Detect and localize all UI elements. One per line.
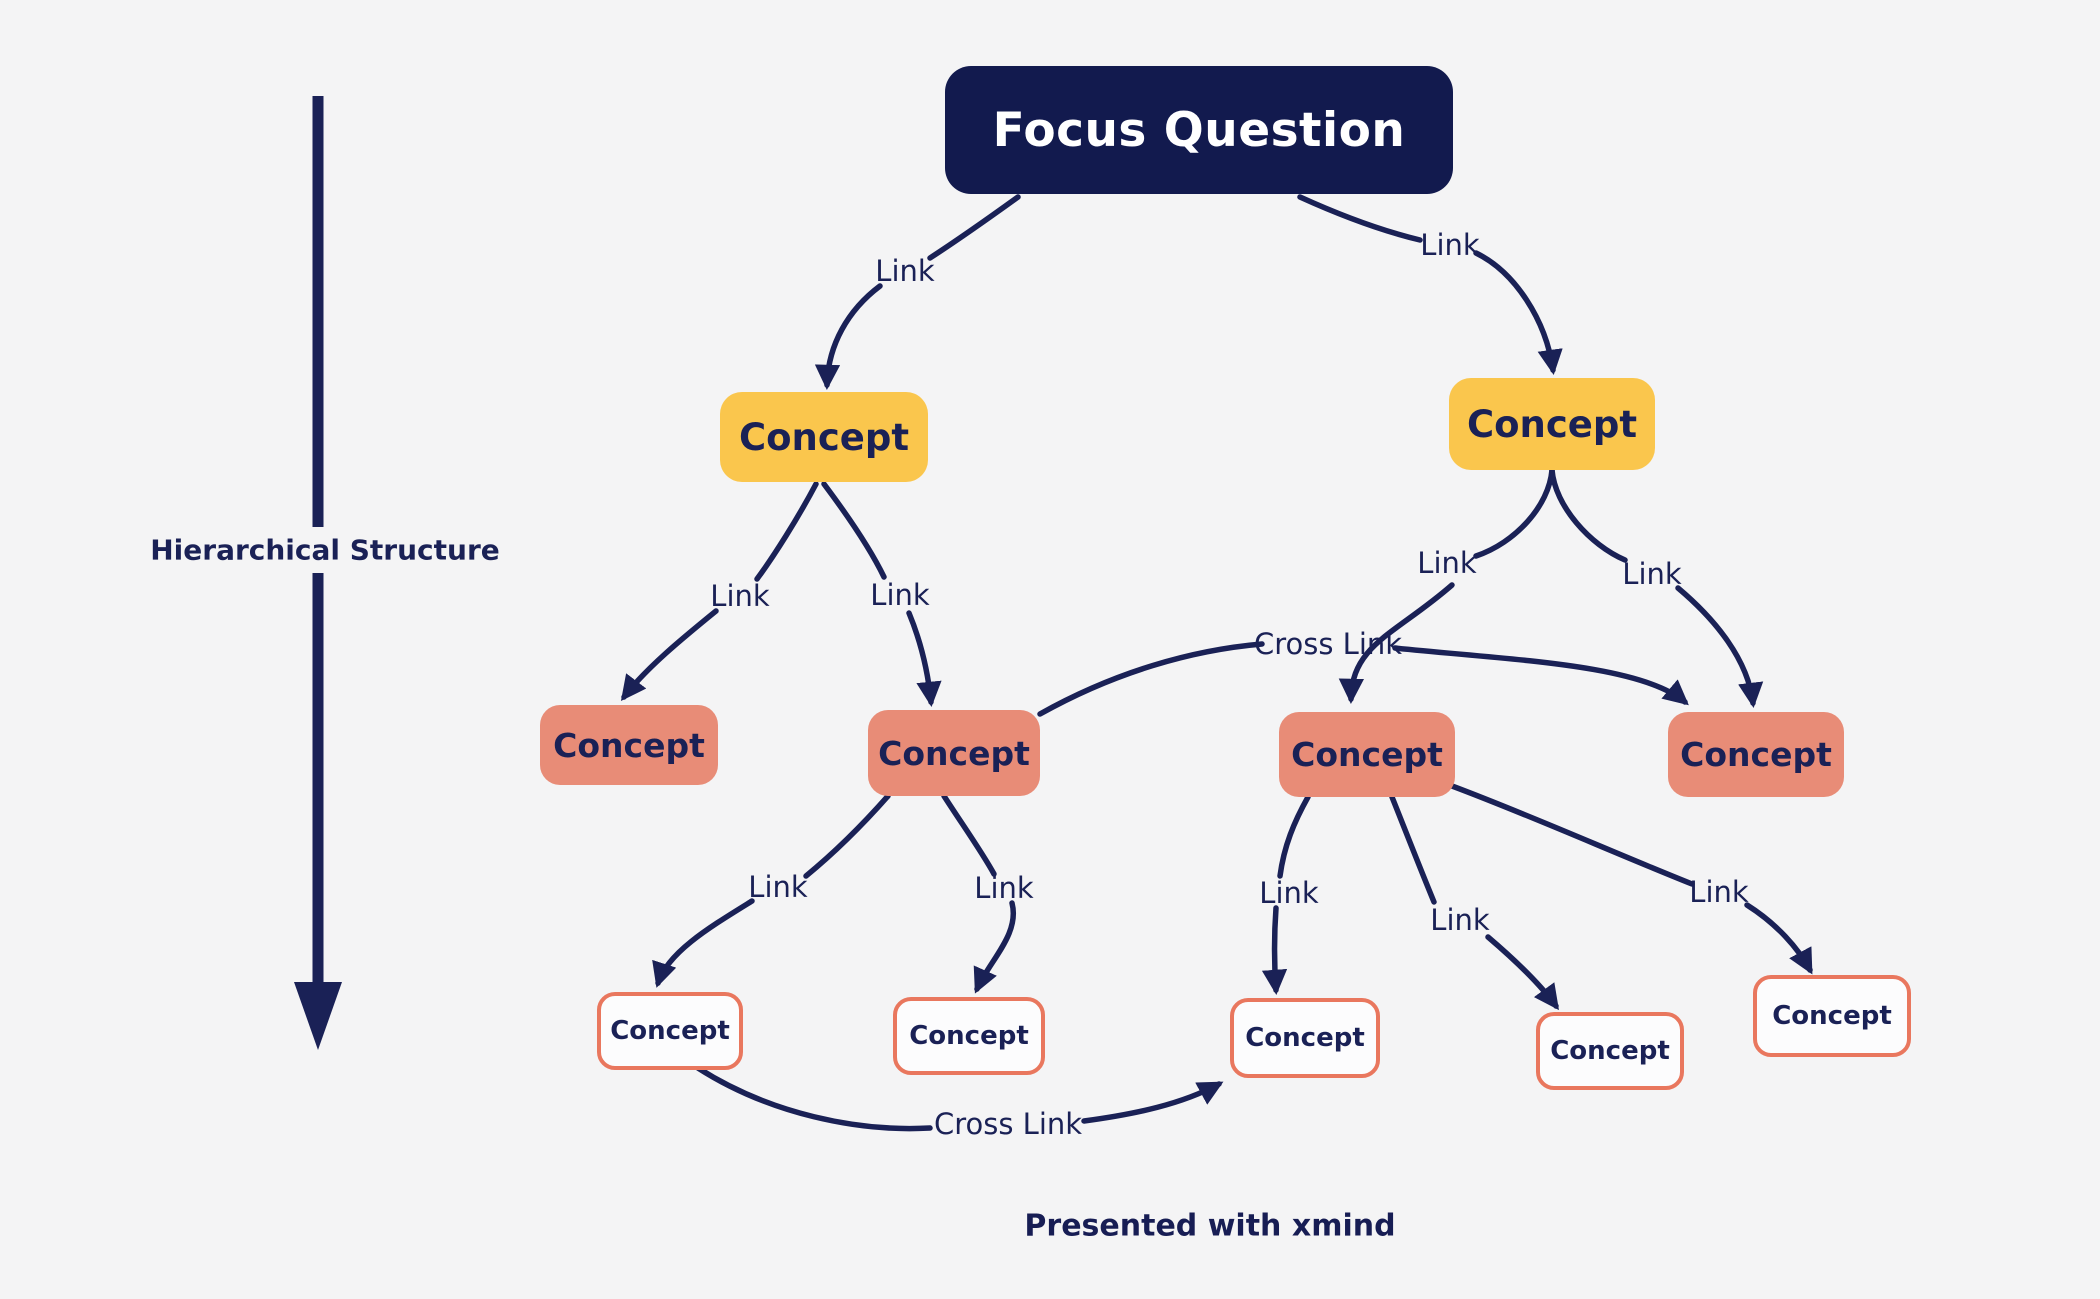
- node-concept-level3-4[interactable]: Concept: [1536, 1012, 1684, 1090]
- edge-cross-link-bottom-b: [1081, 1081, 1224, 1124]
- node-concept-level3-5[interactable]: Concept: [1753, 975, 1911, 1057]
- edge-s3-to-w3-b: [1261, 905, 1288, 996]
- footer-presented-with-xmind: Presented with xmind: [1024, 1208, 1396, 1244]
- node-focus-question-label: Focus Question: [992, 102, 1406, 158]
- edge-cright-to-s3-b: [1338, 582, 1455, 705]
- edge-s2-to-w1-b: [652, 898, 755, 988]
- edge-s3-to-w4-b: [1485, 934, 1559, 1011]
- edge-focus-to-concept-right-b: [1473, 250, 1563, 376]
- edge-cleft-to-s1-a: [754, 481, 819, 582]
- node-label: Concept: [1291, 735, 1443, 774]
- node-label: Concept: [1680, 735, 1832, 774]
- edge-cleft-to-s2-a: [821, 481, 887, 580]
- edge-label-link-focus-left: Link: [875, 254, 935, 288]
- edge-cleft-to-s2-b: [906, 610, 942, 708]
- edge-label-cross-link-bottom: Cross Link: [933, 1107, 1083, 1141]
- node-concept-level2-4[interactable]: Concept: [1668, 712, 1844, 797]
- node-concept-level2-1[interactable]: Concept: [540, 705, 718, 785]
- edge-s3-to-w5-a: [1449, 783, 1695, 887]
- edge-cross-link-top-b: [1392, 645, 1689, 706]
- node-concept-level3-1[interactable]: Concept: [597, 992, 743, 1070]
- edge-cright-to-s3-a: [1473, 467, 1555, 559]
- edge-label-cross-link-top: Cross Link: [1253, 627, 1403, 661]
- edge-s3-to-w4-a: [1389, 794, 1437, 905]
- edge-label-link-cleft-s1: Link: [710, 579, 770, 613]
- node-concept-level3-2[interactable]: Concept: [893, 997, 1045, 1075]
- edge-label-link-s3-w5: Link: [1689, 875, 1749, 909]
- edge-cleft-to-s1-b: [620, 608, 719, 702]
- edge-s2-to-w2-a: [941, 793, 997, 877]
- node-label: Concept: [909, 1021, 1029, 1051]
- edge-s3-to-w3-a: [1277, 794, 1311, 879]
- edge-s2-to-w1-a: [803, 793, 891, 879]
- node-concept-level1-right[interactable]: Concept: [1449, 378, 1655, 470]
- node-concept-level2-2[interactable]: Concept: [868, 710, 1040, 796]
- edge-label-link-cright-s4: Link: [1622, 557, 1682, 591]
- edge-focus-to-concept-right-a: [1297, 194, 1423, 243]
- node-label: Concept: [1772, 1001, 1892, 1031]
- edge-focus-to-concept-left-a: [927, 194, 1021, 261]
- edge-label-link-focus-right: Link: [1420, 228, 1480, 262]
- edge-s3-to-w5-b: [1744, 902, 1813, 975]
- node-focus-question[interactable]: Focus Question: [945, 66, 1453, 194]
- node-concept-level3-3[interactable]: Concept: [1230, 998, 1380, 1078]
- edge-label-link-s2-w2: Link: [974, 871, 1034, 905]
- edge-cross-link-top-a: [1037, 641, 1265, 717]
- hierarchy-down-arrowhead-icon: [294, 982, 342, 1050]
- node-label: Concept: [1245, 1023, 1365, 1053]
- node-label: Concept: [1466, 402, 1638, 446]
- hierarchical-structure-label: Hierarchical Structure: [140, 529, 510, 571]
- node-label: Concept: [878, 733, 1030, 773]
- edge-focus-to-concept-left-b: [814, 283, 883, 391]
- edge-label-link-s3-w4: Link: [1430, 903, 1490, 937]
- node-concept-level1-left[interactable]: Concept: [720, 392, 928, 482]
- node-label: Concept: [610, 1016, 730, 1046]
- edge-cross-link-bottom-a: [695, 1065, 933, 1132]
- edge-cright-to-s4-b: [1675, 585, 1764, 709]
- edge-s2-to-w2-b: [973, 900, 1017, 994]
- node-label: Concept: [553, 725, 705, 765]
- edge-label-link-s2-w1: Link: [748, 870, 808, 904]
- node-label: Concept: [738, 415, 910, 459]
- edge-cright-to-s4-a: [1549, 467, 1628, 563]
- node-concept-level2-3[interactable]: Concept: [1279, 712, 1455, 797]
- node-label: Concept: [1550, 1036, 1670, 1066]
- edge-label-link-cright-s3: Link: [1417, 546, 1477, 580]
- edge-label-link-s3-w3: Link: [1259, 876, 1319, 910]
- edge-label-link-cleft-s2: Link: [870, 578, 930, 612]
